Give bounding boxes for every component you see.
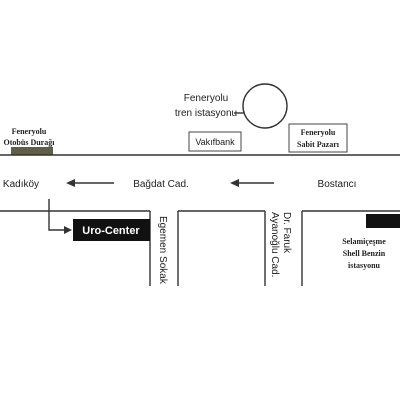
bus-stop-marker-icon <box>11 147 53 155</box>
bank-building <box>188 131 242 152</box>
west-end-label: Kadıköy <box>3 179 39 190</box>
market-label-line1: Feneryolu <box>301 128 336 137</box>
train-station-label-line2: tren istasyonu <box>175 108 237 119</box>
egemen-street-label: Egemen Sokak <box>157 216 168 285</box>
market-building <box>288 123 348 153</box>
pointer-arrow-icon-head <box>64 226 72 234</box>
east-end-label: Bostancı <box>318 179 357 190</box>
uro-center-label: Uro-Center <box>82 225 140 237</box>
bus-stop-label-line1: Feneryolu <box>12 127 47 136</box>
arrow-left-icon-head <box>230 179 239 187</box>
train-station-circle-icon <box>242 83 288 129</box>
main-road-label: Bağdat Cad. <box>133 179 189 190</box>
shell-label-line3: istasyonu <box>348 261 381 270</box>
shell-label-line1: Selamiçeşme <box>342 237 386 246</box>
train-station-label-line1: Feneryolu <box>184 93 228 104</box>
market-label-line2: Sabit Pazarı <box>297 140 340 149</box>
bank-label: Vakıfbank <box>195 137 235 147</box>
arrow-left-icon-head <box>66 179 75 187</box>
faruk-street-label-line2: Ayanoğlu Cad. <box>269 212 280 277</box>
shell-label-line2: Shell Benzin <box>343 249 386 258</box>
faruk-street-label-line1: Dr. Faruk <box>281 212 292 254</box>
pointer-arrow-icon <box>48 199 66 231</box>
shell-station-marker-icon <box>366 214 400 228</box>
bus-stop-label-line2: Otobüs Durağı <box>4 138 56 147</box>
uro-center-marker <box>73 219 150 241</box>
